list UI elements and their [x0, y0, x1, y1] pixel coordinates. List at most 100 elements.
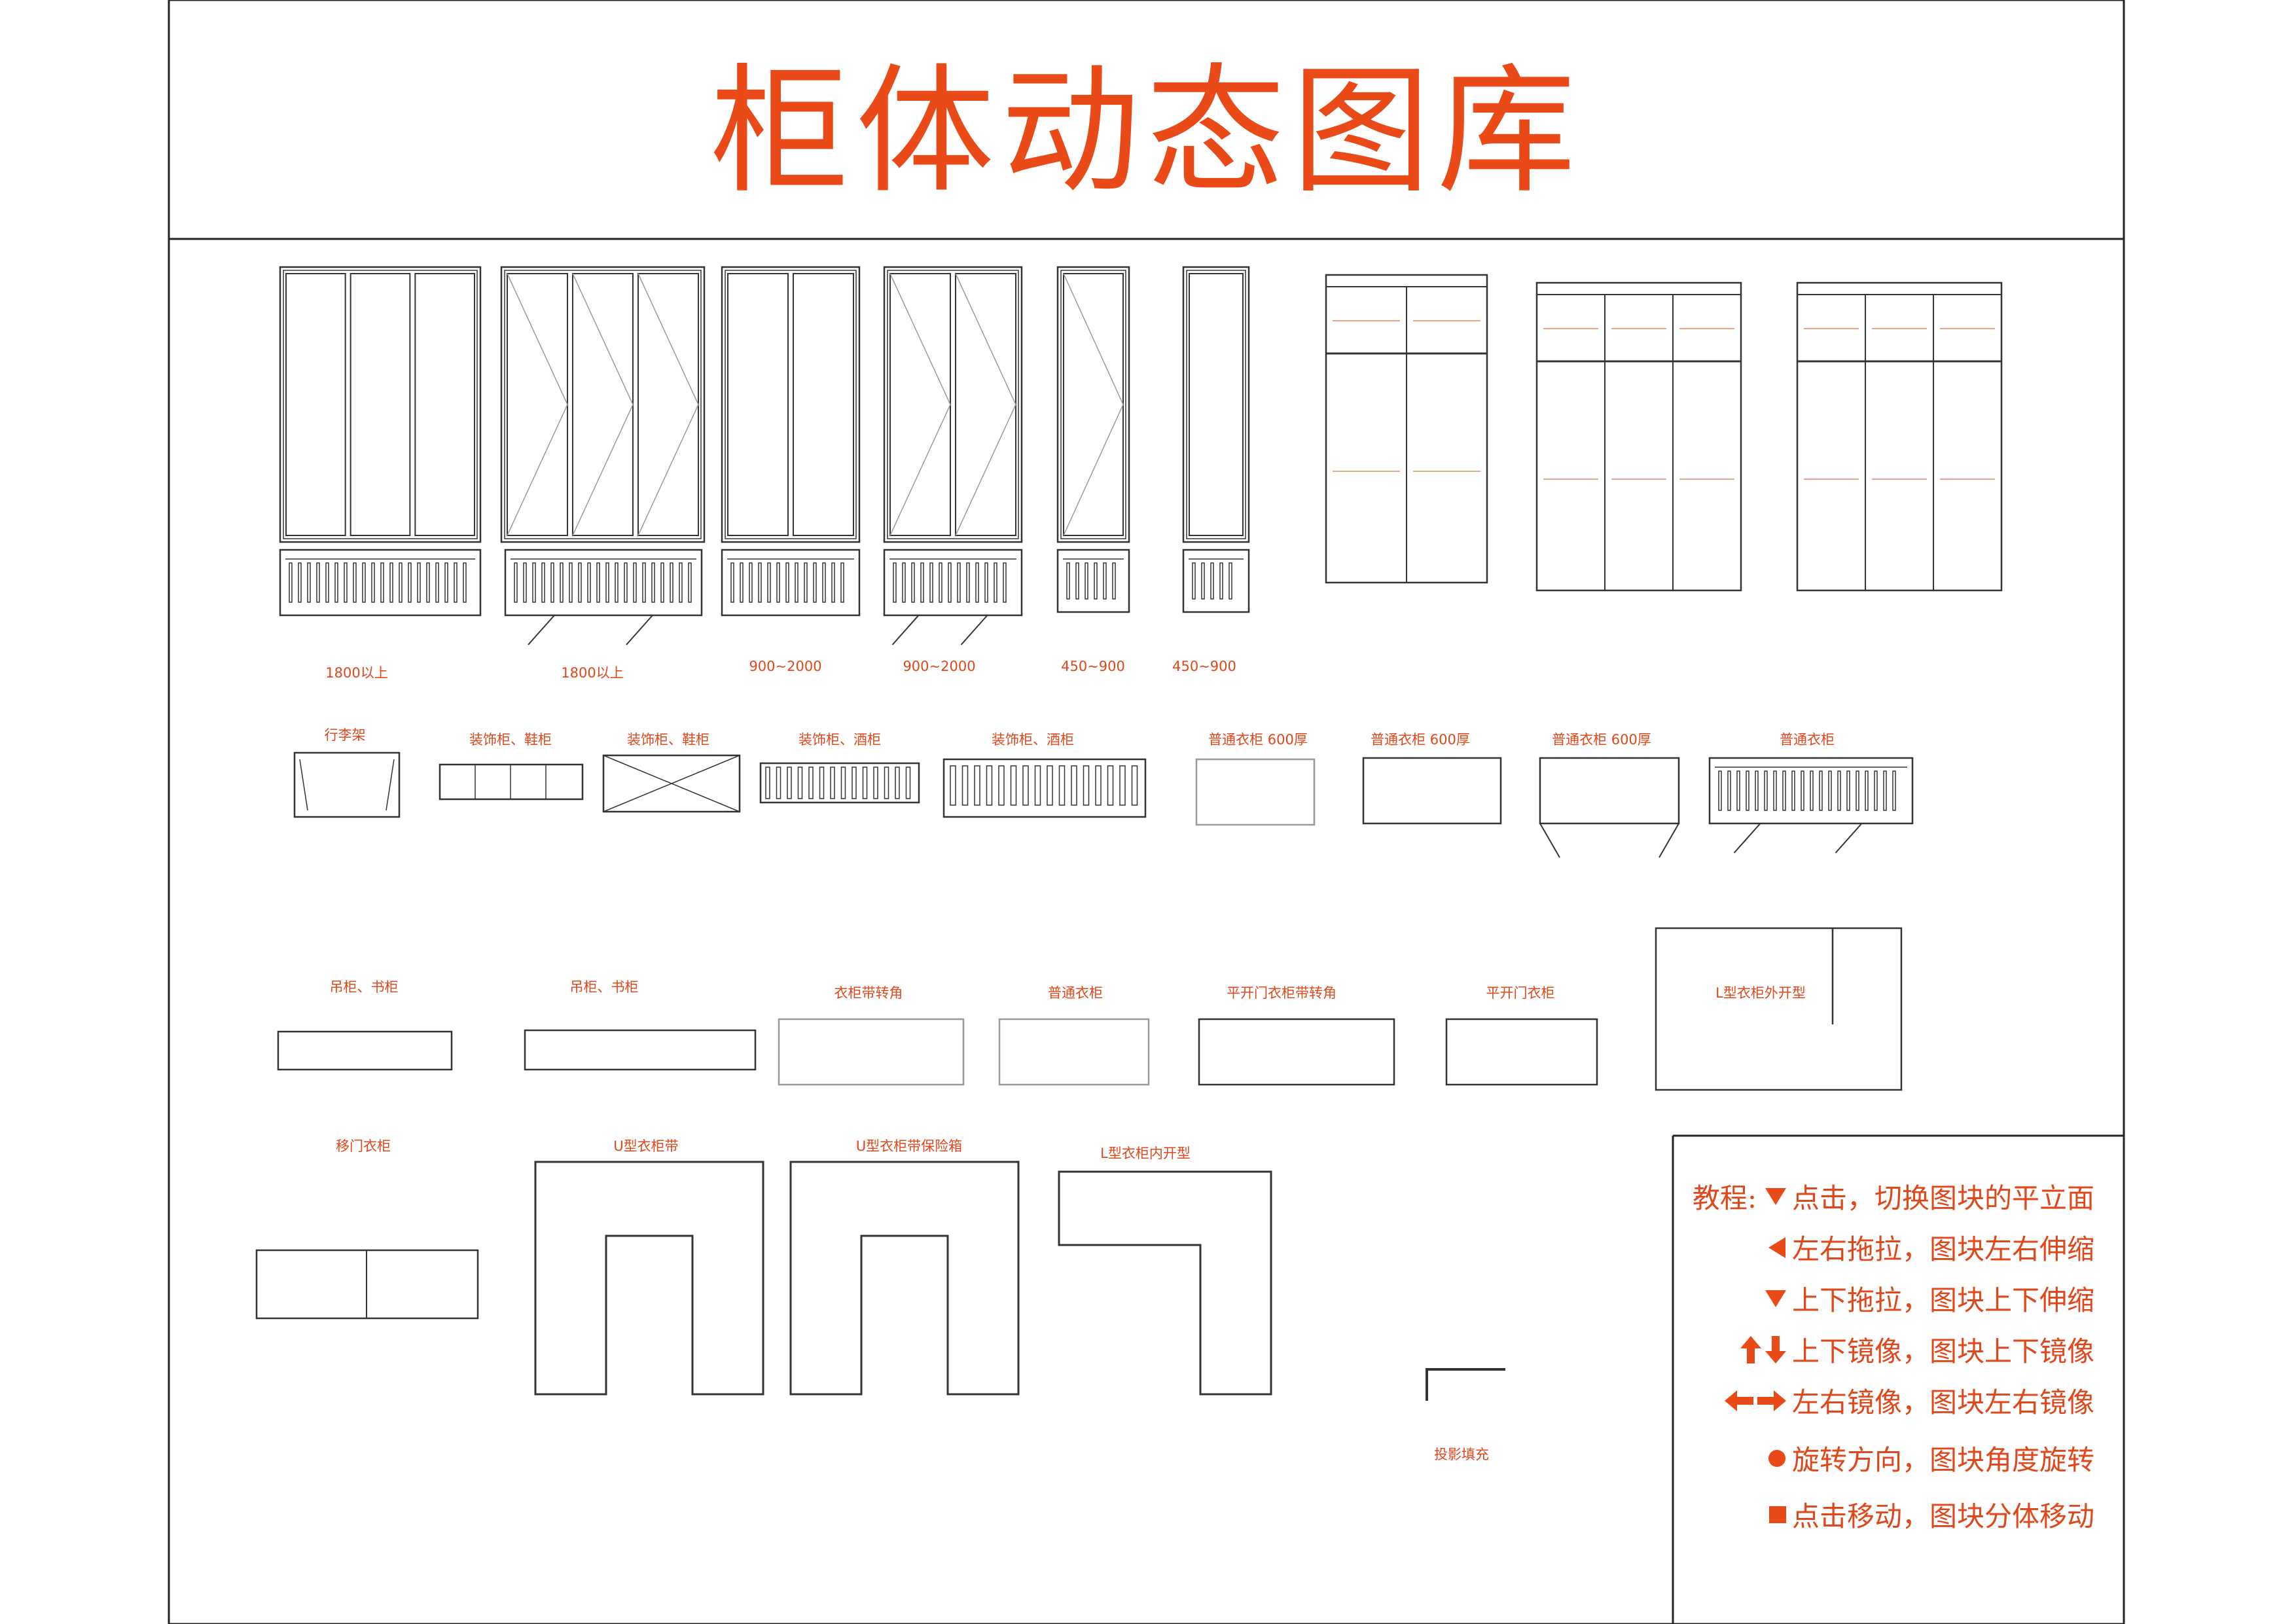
wardrobe-plan: [998, 1018, 1150, 1086]
elevation-label: 450~900: [1061, 659, 1125, 674]
wardrobe-plan: [1195, 758, 1316, 826]
cad-line: [603, 755, 740, 812]
hanger-mark: [660, 562, 664, 603]
hanger-mark: [905, 767, 911, 799]
wardrobe-plan: [721, 549, 861, 617]
hanger-mark: [948, 562, 952, 603]
hanger-mark: [550, 562, 554, 603]
wardrobe-elevation: [721, 266, 861, 543]
plan-label: U型衣柜带: [613, 1138, 679, 1154]
hanger-mark: [852, 767, 857, 799]
hanger-mark: [688, 562, 692, 603]
open-wardrobe-elevation: [1535, 281, 1742, 592]
tutorial-row: 左右拖拉，图块左右伸缩: [1767, 1227, 2094, 1267]
tutorial-icons: [1724, 1390, 1787, 1412]
hanger-mark: [819, 767, 825, 799]
hanger-mark: [532, 562, 536, 603]
plan-label: 装饰柜、酒柜: [798, 732, 881, 748]
wardrobe-elevation-inner: [283, 270, 478, 539]
door-panel: [414, 273, 475, 536]
hanger-mark: [1094, 562, 1098, 600]
tutorial-icons: [1740, 1335, 1787, 1364]
hanger-mark: [730, 562, 734, 603]
plan-label: 普通衣柜 600厚: [1371, 732, 1470, 748]
plan-label: U型衣柜带保险箱: [855, 1138, 963, 1154]
hanger-mark: [624, 562, 628, 603]
hanger-mark: [939, 562, 942, 603]
hanger-mark: [1003, 562, 1007, 603]
door-swing-line: [507, 273, 568, 536]
plan-label: L型衣柜内开型: [1100, 1146, 1191, 1161]
circle-icon: [1768, 1449, 1785, 1467]
door-swing-line: [891, 615, 920, 645]
plan-label: 行李架: [324, 727, 366, 743]
bottle-mark: [1058, 765, 1066, 806]
hanger-mark: [1801, 770, 1804, 811]
door-panel: [1189, 273, 1244, 536]
plan-label: 普通衣柜: [1780, 732, 1835, 748]
door-swing-line: [1835, 823, 1863, 854]
u-wardrobe-safe: [789, 1161, 1020, 1396]
tutorial-row: 上下拖拉，图块上下伸缩: [1765, 1278, 2094, 1318]
u-wardrobe: [534, 1161, 764, 1396]
tutorial-row: 点击移动，图块分体移动: [1768, 1494, 2094, 1534]
hanger-mark: [840, 767, 846, 799]
wardrobe-elevation: [1182, 266, 1250, 543]
wardrobe-plan: [1056, 549, 1130, 613]
hanger-mark: [1874, 770, 1878, 811]
hanger-mark: [804, 562, 808, 603]
shoe-cabinet: [602, 754, 741, 813]
bottle-mark: [1071, 765, 1077, 806]
door-panel: [793, 273, 854, 536]
hanger-mark: [776, 562, 780, 603]
door-swing-line: [1733, 823, 1761, 854]
bottle-mark: [961, 765, 969, 806]
page-title: 柜体动态图库: [710, 50, 1583, 212]
wine-cabinet: [942, 758, 1147, 818]
hanger-mark: [344, 562, 348, 603]
elevation-label: 900~2000: [903, 659, 976, 674]
hanger-mark: [1229, 562, 1232, 600]
hanger-mark: [417, 562, 421, 603]
hanger-mark: [679, 562, 683, 603]
hanger-mark: [399, 562, 403, 603]
hanger-mark: [1085, 562, 1088, 600]
square-icon: [1768, 1506, 1786, 1523]
wardrobe-plan: [1362, 757, 1502, 825]
door-swing-line: [960, 615, 988, 645]
tutorial-icons: [1767, 1449, 1787, 1468]
plan-label: 普通衣柜 600厚: [1208, 732, 1308, 748]
hanger-mark: [1201, 562, 1205, 600]
door-swing-line: [1063, 273, 1124, 536]
hanger-mark: [371, 562, 375, 603]
tutorial-icons: [1768, 1506, 1787, 1524]
hanger-mark: [795, 562, 798, 603]
hanger-mark: [1736, 770, 1740, 811]
hanger-mark: [444, 562, 448, 603]
tutorial-icons: [1767, 1236, 1787, 1259]
wardrobe-elevation-inner: [1060, 270, 1126, 539]
bottle-mark: [998, 765, 1005, 806]
hanger-mark: [569, 562, 573, 603]
wall-cabinet: [524, 1029, 757, 1071]
hanger-mark: [822, 562, 826, 603]
hanger-mark: [767, 562, 771, 603]
hanger-mark: [463, 562, 467, 603]
wardrobe-elevation-inner: [725, 270, 857, 539]
hanger-mark: [893, 562, 897, 603]
hanger-mark: [1764, 770, 1768, 811]
door-swing-line: [528, 615, 555, 645]
hanger-mark: [1755, 770, 1759, 811]
bottle-mark: [1034, 765, 1041, 806]
hanger-mark: [1075, 562, 1079, 600]
tutorial-text: 旋转方向，图块角度旋转: [1791, 1444, 2094, 1476]
bottle-mark: [1131, 765, 1138, 806]
hanger-mark: [289, 562, 293, 603]
hanger-mark: [1746, 770, 1749, 811]
door-swing-line: [1539, 823, 1679, 858]
hanger-mark: [334, 562, 338, 603]
tutorial-row: 教程: 点击，切换图块的平立面: [1693, 1176, 2094, 1216]
wardrobe-elevation-inner: [887, 270, 1019, 539]
door-panel: [285, 273, 346, 536]
plan-label: 平开门衣柜带转角: [1227, 985, 1336, 1001]
